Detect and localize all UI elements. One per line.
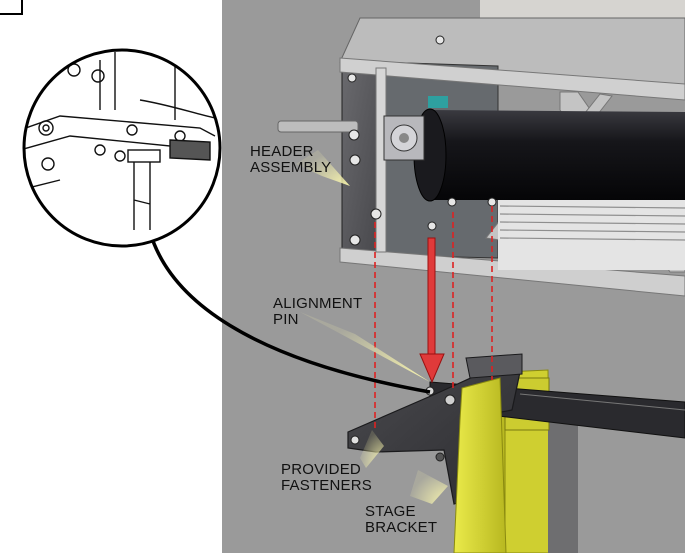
header-assembly-label-line1: HEADER [250, 143, 314, 160]
header-assembly-label: HEADER ASSEMBLY [250, 144, 331, 176]
alignment-pin-label: ALIGNMENT PIN [273, 296, 362, 328]
detail-leader-line [148, 231, 431, 394]
frame-corner [0, 0, 23, 15]
stage-bracket-label-line2: BRACKET [365, 519, 438, 536]
stage-bracket-label-line1: STAGE [365, 503, 416, 520]
alignment-callout-glow [300, 312, 430, 382]
stage-bracket-label: STAGE BRACKET [365, 504, 437, 536]
alignment-pin-label-line1: ALIGNMENT [273, 295, 363, 312]
alignment-arrow-icon [419, 237, 445, 384]
top-panel [480, 0, 685, 18]
provided-fasteners-label-line2: FASTENERS [281, 477, 372, 494]
alignment-lines [374, 206, 493, 430]
header-assembly-part [277, 17, 685, 297]
provided-fasteners-label: PROVIDED FASTENERS [281, 462, 372, 494]
header-callout-glow [296, 150, 350, 186]
detail-circle-icon [22, 48, 222, 248]
provided-fasteners-label-line1: PROVIDED [281, 461, 361, 478]
yellow-post-front [453, 377, 507, 553]
alignment-pin-label-line2: PIN [273, 311, 299, 328]
fasteners-callout-glow [360, 430, 384, 468]
bracket-callout-glow [410, 470, 448, 504]
header-assembly-label-line2: ASSEMBLY [250, 159, 332, 176]
